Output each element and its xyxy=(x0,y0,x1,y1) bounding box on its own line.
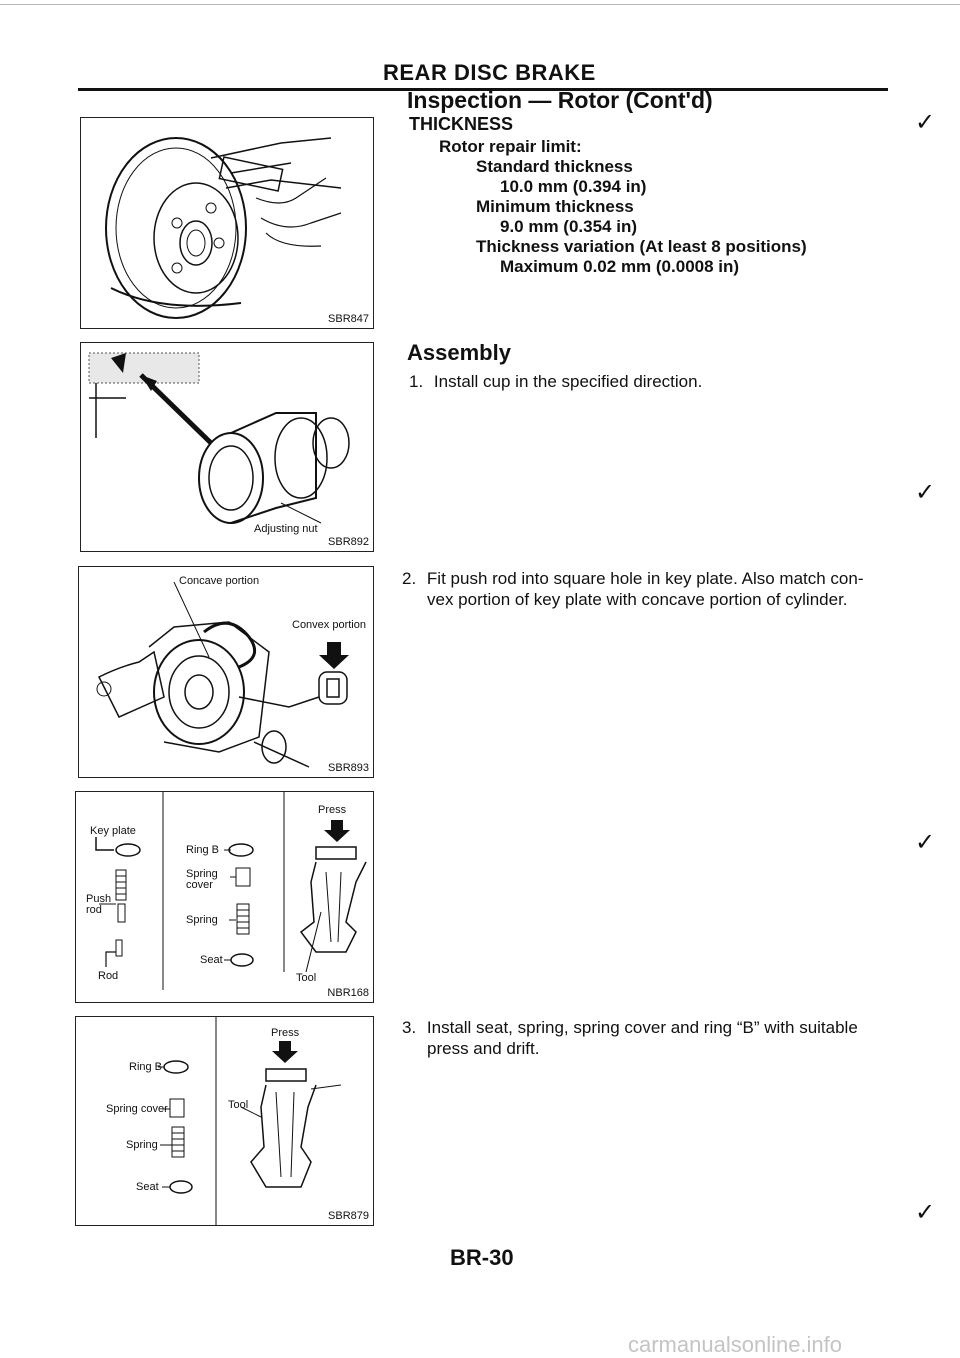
adjusting-nut-label: Adjusting nut xyxy=(254,523,318,535)
rod-label: Rod xyxy=(98,970,119,982)
press-label: Press xyxy=(271,1027,300,1039)
key-plate-label: Key plate xyxy=(90,825,136,837)
check-mark-icon: ✓ xyxy=(915,829,936,856)
check-mark-icon: ✓ xyxy=(915,1199,936,1226)
figure-code: SBR892 xyxy=(328,536,369,548)
page-number: BR-30 xyxy=(450,1245,514,1270)
step-3: 3. Install seat, spring, spring cover an… xyxy=(402,1017,858,1059)
spring-label: Spring xyxy=(126,1139,158,1151)
seat-label: Seat xyxy=(200,954,223,966)
cup-install-illustration xyxy=(88,352,350,524)
press-label: Press xyxy=(318,804,347,816)
step-1: 1. Install cup in the specified directio… xyxy=(409,371,702,392)
step-3-line2: press and drift. xyxy=(427,1039,540,1058)
step-2-line1: Fit push rod into square hole in key pla… xyxy=(426,569,864,588)
page-header-title: REAR DISC BRAKE xyxy=(383,60,596,85)
figure-code: SBR893 xyxy=(328,762,369,774)
ring-b-label: Ring B xyxy=(129,1061,163,1073)
rotor-thickness-illustration xyxy=(105,137,342,319)
step-2-number: 2. xyxy=(402,569,417,588)
figure-code: SBR847 xyxy=(328,313,369,325)
section-title: Inspection — Rotor (Cont'd) xyxy=(407,87,713,113)
step-2: 2. Fit push rod into square hole in key … xyxy=(402,568,864,610)
step-3-line1: Install seat, spring, spring cover and r… xyxy=(426,1018,858,1037)
thickness-heading: THICKNESS xyxy=(409,114,514,134)
spring-cover-label: Spring cover xyxy=(106,1103,168,1115)
tool-label: Tool xyxy=(228,1099,249,1111)
minimum-thickness-value: 9.0 mm (0.354 in) xyxy=(500,217,638,236)
spring-label: Spring xyxy=(186,914,218,926)
push-rod-parts-illustration xyxy=(95,792,367,990)
seat-label: Seat xyxy=(136,1181,159,1193)
ring-b-label: Ring B xyxy=(186,844,220,856)
assembly-heading: Assembly xyxy=(407,340,511,365)
figure-code: SBR879 xyxy=(328,1210,369,1222)
watermark: carmanualsonline.info xyxy=(628,1332,843,1357)
top-border-line xyxy=(0,4,960,5)
figure-cup-install: Adjusting nut SBR892 xyxy=(80,342,374,552)
spring-install-illustration xyxy=(158,1017,342,1225)
key-plate-illustration xyxy=(96,581,349,768)
figure-code: NBR168 xyxy=(327,987,369,999)
standard-thickness-value: 10.0 mm (0.394 in) xyxy=(500,177,647,196)
figure-spring-install: Ring B Spring cover Spring Seat Press To… xyxy=(75,1016,374,1226)
thickness-variation-label: Thickness variation (At least 8 position… xyxy=(476,237,807,256)
check-mark-icon: ✓ xyxy=(915,479,936,506)
tool-label: Tool xyxy=(296,972,317,984)
thickness-variation-value: Maximum 0.02 mm (0.0008 in) xyxy=(500,257,740,276)
figure-key-plate-alignment: Concave portion Convex portion SBR893 xyxy=(78,566,374,778)
step-1-number: 1. xyxy=(409,372,424,391)
rotor-repair-limit: Rotor repair limit: xyxy=(439,137,582,156)
figure-rotor-thickness: SBR847 xyxy=(80,117,374,329)
check-mark-icon: ✓ xyxy=(915,109,936,136)
minimum-thickness-label: Minimum thickness xyxy=(476,197,634,216)
convex-portion-label: Convex portion xyxy=(292,619,366,631)
header-rule xyxy=(78,88,888,91)
concave-portion-label: Concave portion xyxy=(179,575,260,587)
standard-thickness-label: Standard thickness xyxy=(476,157,633,176)
step-3-number: 3. xyxy=(402,1018,417,1037)
step-1-text: Install cup in the specified direction. xyxy=(433,372,703,391)
step-2-line2: vex portion of key plate with concave po… xyxy=(427,590,848,609)
